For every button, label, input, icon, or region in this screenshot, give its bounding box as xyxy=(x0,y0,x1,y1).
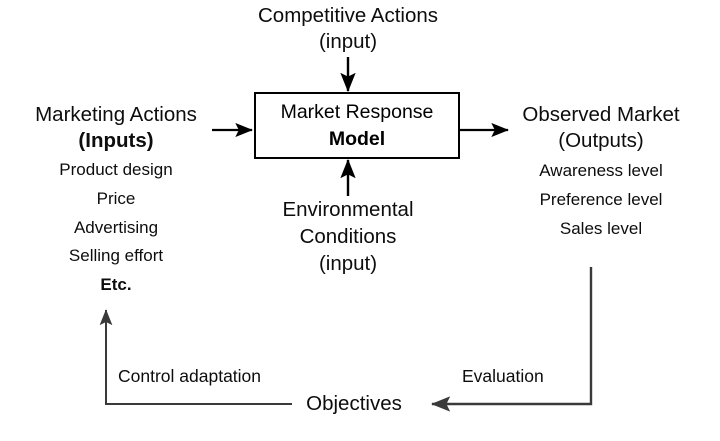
environmental-conditions-line2: Conditions xyxy=(299,225,397,248)
observed-market-item-2: Sales level xyxy=(559,219,643,238)
observed-market-heading: Observed Market xyxy=(522,103,680,126)
marketing-actions-item-0: Product design xyxy=(59,160,173,179)
marketing-actions-item-2: Advertising xyxy=(73,218,159,237)
feedback-control-adaptation-path xyxy=(99,309,292,405)
feedback-evaluation-path xyxy=(431,267,593,412)
control-adaptation-label: Control adaptation xyxy=(118,366,262,386)
competitive-actions-subtext: (input) xyxy=(318,30,378,53)
observed-market-item-1: Preference level xyxy=(539,190,663,209)
model-box-line2: Model xyxy=(328,128,386,150)
objectives-label: Objectives xyxy=(306,392,402,415)
observed-market-subheading: (Outputs) xyxy=(558,129,644,152)
environmental-conditions-line1: Environmental xyxy=(282,198,414,221)
marketing-actions-heading: Marketing Actions xyxy=(35,103,197,126)
marketing-actions-item-1: Price xyxy=(96,189,136,208)
marketing-actions-item-3: Selling effort xyxy=(68,246,164,265)
marketing-actions-item-4: Etc. xyxy=(100,275,132,294)
environmental-conditions-line3: (input) xyxy=(318,252,378,275)
model-box-line1: Market Response xyxy=(280,101,434,123)
competitive-actions-heading: Competitive Actions xyxy=(257,4,439,27)
evaluation-label: Evaluation xyxy=(462,366,544,386)
observed-market-item-0: Awareness level xyxy=(539,161,663,180)
market-response-model-box[interactable]: Market Response Model xyxy=(254,92,460,159)
marketing-actions-subheading: (Inputs) xyxy=(78,129,154,152)
